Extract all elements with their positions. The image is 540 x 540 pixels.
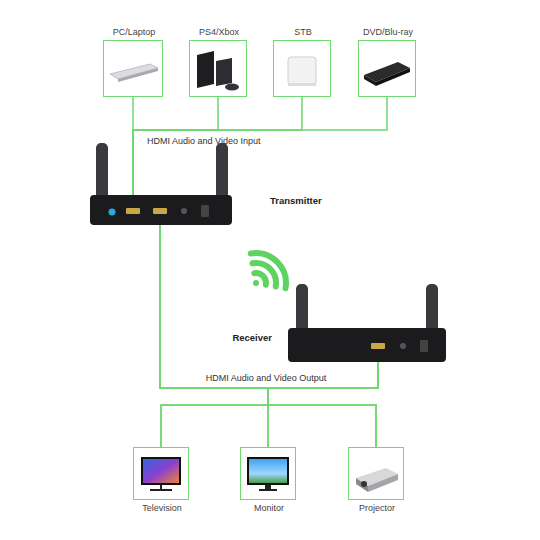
projector-icon (356, 468, 398, 492)
device-name: PS4/Xbox (199, 28, 239, 38)
hdmi-connector (133, 97, 302, 195)
signal-label: HDMI Audio and Video Output (206, 374, 326, 384)
signal-label: HDMI Audio and Video Input (147, 137, 260, 147)
receiver-device (288, 284, 446, 362)
dvd-icon (364, 62, 410, 86)
hdmi-connector (133, 97, 387, 195)
stb-icon (288, 57, 316, 86)
device-name: STB (294, 28, 312, 38)
device-label: Transmitter (270, 196, 322, 206)
console-icon (197, 51, 239, 91)
wireless-symbol (251, 253, 286, 288)
transmitter-unit: Transmitter (90, 195, 232, 225)
source-box: PC/Laptop (103, 40, 163, 97)
transmitter-device (90, 143, 232, 225)
television-icon (142, 458, 180, 490)
device-label: Receiver (232, 333, 272, 343)
display-box: Projector (348, 447, 404, 500)
display-box: Monitor (240, 447, 296, 500)
device-name: PC/Laptop (113, 28, 156, 38)
hdmi-connector (161, 362, 378, 447)
device-name: Monitor (254, 504, 284, 514)
monitor-icon (248, 458, 288, 491)
source-box: DVD/Blu-ray (358, 40, 416, 97)
source-box: STB (273, 40, 331, 97)
display-box: Television (133, 447, 189, 500)
laptop-icon (110, 64, 158, 82)
device-name: DVD/Blu-ray (363, 28, 413, 38)
device-name: Television (142, 504, 182, 514)
receiver-unit: Receiver (288, 328, 446, 362)
device-name: Projector (359, 504, 395, 514)
source-box: PS4/Xbox (189, 40, 247, 97)
